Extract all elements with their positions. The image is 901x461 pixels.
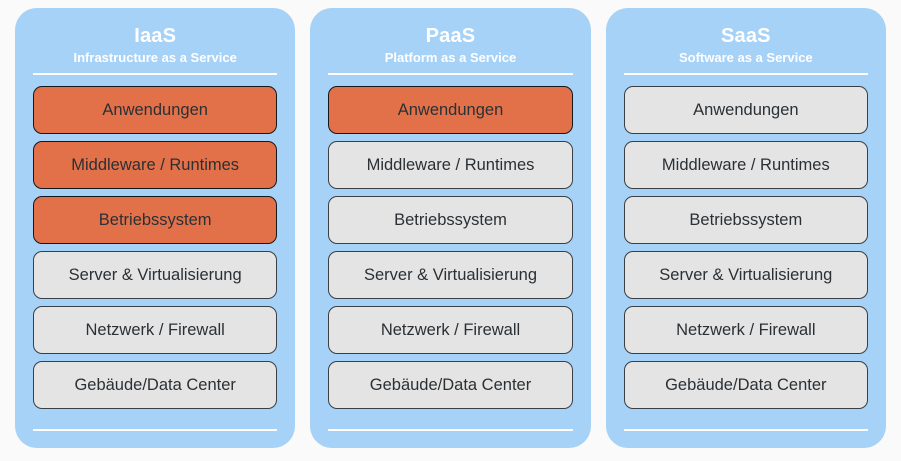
layer-paas-netzwerk-firewall[interactable]: Netzwerk / Firewall <box>328 306 573 354</box>
panel-saas: SaaS Software as a Service Anwendungen M… <box>605 8 886 448</box>
panel-subtitle-iaas: Infrastructure as a Service <box>73 50 237 65</box>
panel-footer-divider-iaas <box>33 429 278 431</box>
panel-header-divider-saas <box>623 73 868 75</box>
layer-iaas-netzwerk-firewall[interactable]: Netzwerk / Firewall <box>33 306 278 354</box>
layer-saas-middleware-runtimes[interactable]: Middleware / Runtimes <box>623 141 868 189</box>
layer-stack-iaas: Anwendungen Middleware / Runtimes Betrie… <box>33 75 278 418</box>
layer-stack-paas: Anwendungen Middleware / Runtimes Betrie… <box>328 75 573 418</box>
panel-iaas: IaaS Infrastructure as a Service Anwendu… <box>15 8 296 448</box>
panel-header-iaas: IaaS Infrastructure as a Service <box>33 8 277 66</box>
panel-header-divider-paas <box>328 73 573 75</box>
layer-iaas-anwendungen[interactable]: Anwendungen <box>33 86 278 134</box>
layer-saas-gebaeude-data-center[interactable]: Gebäude/Data Center <box>623 361 868 409</box>
panel-subtitle-saas: Software as a Service <box>678 50 813 65</box>
panel-title-paas: PaaS <box>425 25 476 47</box>
panel-title-saas: SaaS <box>720 25 771 47</box>
layer-iaas-middleware-runtimes[interactable]: Middleware / Runtimes <box>33 141 278 189</box>
layer-saas-server-virtualisierung[interactable]: Server & Virtualisierung <box>623 251 868 299</box>
panel-footer-divider-saas <box>623 429 868 431</box>
panel-header-saas: SaaS Software as a Service <box>624 8 868 66</box>
layer-saas-anwendungen[interactable]: Anwendungen <box>623 86 868 134</box>
layer-paas-middleware-runtimes[interactable]: Middleware / Runtimes <box>328 141 573 189</box>
layer-iaas-gebaeude-data-center[interactable]: Gebäude/Data Center <box>33 361 278 409</box>
panel-paas: PaaS Platform as a Service Anwendungen M… <box>310 8 591 448</box>
layer-stack-saas: Anwendungen Middleware / Runtimes Betrie… <box>623 75 868 418</box>
layer-saas-betriebssystem[interactable]: Betriebssystem <box>623 196 868 244</box>
panel-subtitle-paas: Platform as a Service <box>384 50 517 65</box>
layer-iaas-betriebssystem[interactable]: Betriebssystem <box>33 196 278 244</box>
panel-header-divider-iaas <box>33 73 278 75</box>
layer-saas-netzwerk-firewall[interactable]: Netzwerk / Firewall <box>623 306 868 354</box>
layer-paas-anwendungen[interactable]: Anwendungen <box>328 86 573 134</box>
panel-title-iaas: IaaS <box>134 25 177 47</box>
panel-header-paas: PaaS Platform as a Service <box>328 8 572 66</box>
layer-iaas-server-virtualisierung[interactable]: Server & Virtualisierung <box>33 251 278 299</box>
layer-paas-gebaeude-data-center[interactable]: Gebäude/Data Center <box>328 361 573 409</box>
layer-paas-betriebssystem[interactable]: Betriebssystem <box>328 196 573 244</box>
layer-paas-server-virtualisierung[interactable]: Server & Virtualisierung <box>328 251 573 299</box>
panel-footer-divider-paas <box>328 429 573 431</box>
